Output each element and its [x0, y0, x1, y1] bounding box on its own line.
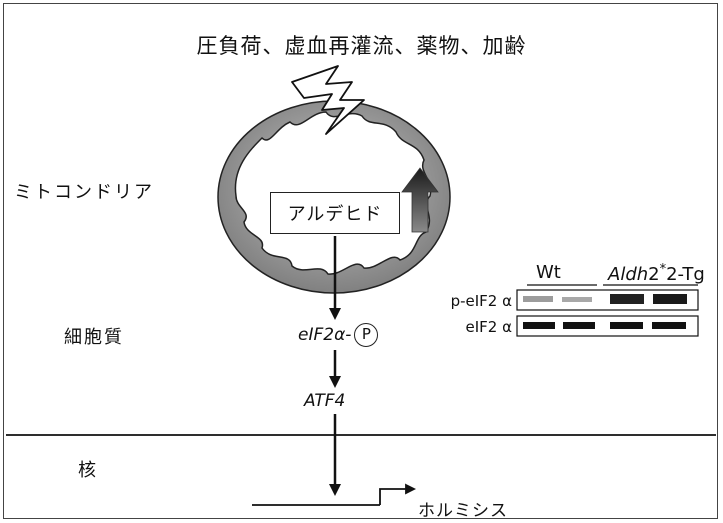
increase-arrow-icon — [401, 167, 439, 233]
blot-group-wt: Wt — [536, 262, 561, 283]
nucleus-label: 核 — [78, 460, 96, 481]
eif2a-label: eIF2α- — [298, 325, 352, 345]
blot-group-tg: Aldh2*2-Tg — [608, 262, 705, 285]
aldh-digit: 2 — [648, 264, 660, 285]
aldh-italic: Aldh — [608, 264, 649, 285]
aldehyde-box: アルデヒド — [270, 192, 400, 234]
eif2a-phospho-node: eIF2α-P — [298, 323, 379, 347]
atf4-label: ATF4 — [304, 391, 346, 411]
pathway-arrows — [329, 236, 341, 496]
aldh-asterisk: * — [659, 262, 667, 277]
tg-suffix: 2-Tg — [666, 264, 705, 285]
aldehyde-label: アルデヒド — [287, 204, 383, 225]
lightning-bolt-icon — [291, 65, 365, 135]
stress-factors-title: 圧負荷、虚血再灌流、薬物、加齢 — [196, 34, 527, 58]
western-blot — [516, 284, 699, 337]
phosphate-circle-icon: P — [354, 323, 379, 347]
hormesis-label: ホルミシス — [418, 501, 508, 521]
figure-frame — [3, 3, 718, 519]
blot-row-p-eif2a: p-eIF2 α — [450, 292, 512, 310]
mitochondria-label: ミトコンドリア — [14, 182, 154, 203]
cytoplasm-label: 細胞質 — [64, 327, 124, 348]
blot-row-eif2a: eIF2 α — [465, 318, 512, 336]
gene-promoter-icon — [252, 483, 417, 506]
